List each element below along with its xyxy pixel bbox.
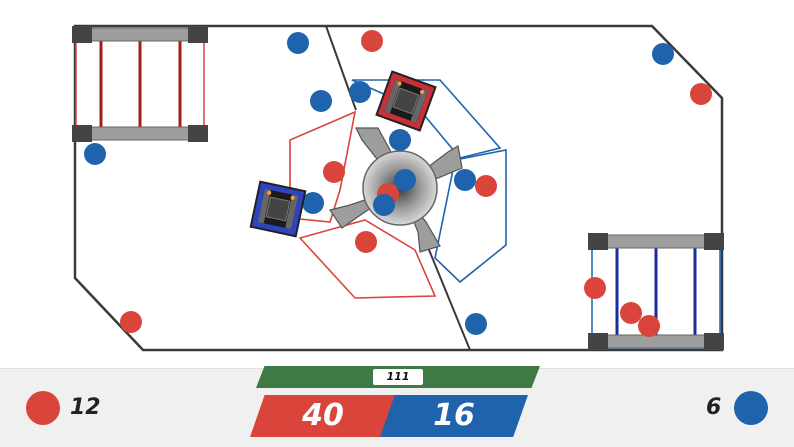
red-ball [361,30,383,52]
blue-score: 16 [380,395,528,437]
blue-ball [310,90,332,112]
blue-robot [249,180,307,238]
blue-ball [465,313,487,335]
red-ball [355,231,377,253]
blue-ball-count: 6 [706,395,722,420]
game-field [72,24,724,352]
match-timer: 111 [373,369,423,385]
blue-ball [454,169,476,191]
blue-ball [287,32,309,54]
divider-line-bottom [424,239,471,351]
red-ball [620,302,642,324]
red-ball-count: 12 [70,395,101,420]
blue-ball [389,129,411,151]
red-ball-count-icon [26,391,60,425]
blue-ball [84,143,106,165]
red-ramp [72,26,208,142]
red-ball [584,277,606,299]
robots-layer [249,70,437,238]
blue-ball [373,194,395,216]
blue-ball [652,43,674,65]
red-ball [475,175,497,197]
red-ball [323,161,345,183]
blue-ball [349,81,371,103]
red-score: 40 [250,395,396,437]
red-ball [690,83,712,105]
red-ball [120,311,142,333]
red-robot [375,70,437,132]
blue-ball-count-icon [734,391,768,425]
blue-ball [302,192,324,214]
blue-ball [394,169,416,191]
red-ball [638,315,660,337]
balls-layer [84,30,712,337]
